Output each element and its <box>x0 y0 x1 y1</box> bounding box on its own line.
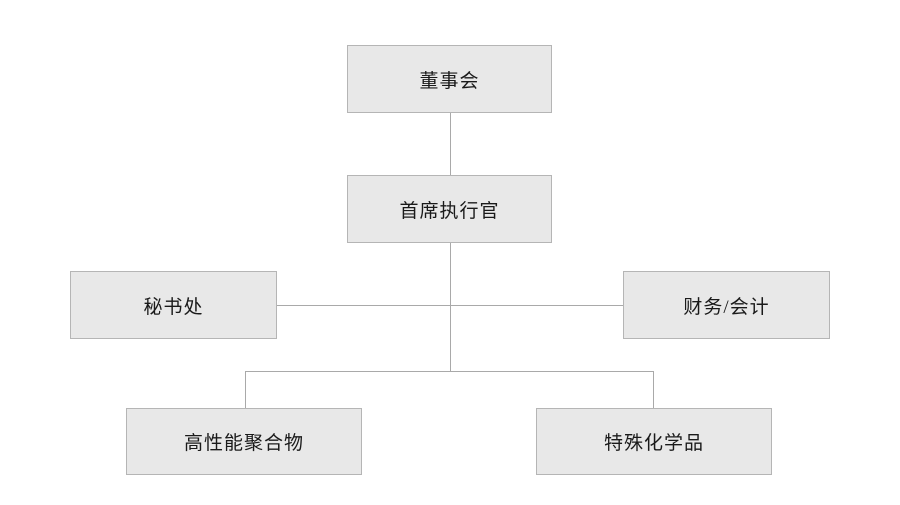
connector-secretariat-to-finance <box>277 305 623 306</box>
org-node-finance-label: 财务/会计 <box>683 296 770 318</box>
connector-board-to-ceo <box>450 113 451 175</box>
org-node-secretariat-label: 秘书处 <box>143 296 204 318</box>
connector-bottom-branch <box>245 371 653 372</box>
org-node-ceo: 首席执行官 <box>347 175 552 243</box>
org-node-secretariat: 秘书处 <box>70 271 277 339</box>
org-node-board: 董事会 <box>347 45 552 113</box>
org-node-chemicals: 特殊化学品 <box>536 408 772 475</box>
org-node-finance: 财务/会计 <box>623 271 830 339</box>
org-node-polymers: 高性能聚合物 <box>126 408 362 475</box>
org-node-chemicals-label: 特殊化学品 <box>603 433 704 454</box>
connector-drop-chemicals <box>653 371 654 408</box>
org-node-ceo-label: 首席执行官 <box>399 200 500 222</box>
org-node-board-label: 董事会 <box>419 70 480 92</box>
connector-ceo-trunk <box>450 243 451 371</box>
org-node-polymers-label: 高性能聚合物 <box>183 433 304 454</box>
connector-drop-polymers <box>245 371 246 408</box>
